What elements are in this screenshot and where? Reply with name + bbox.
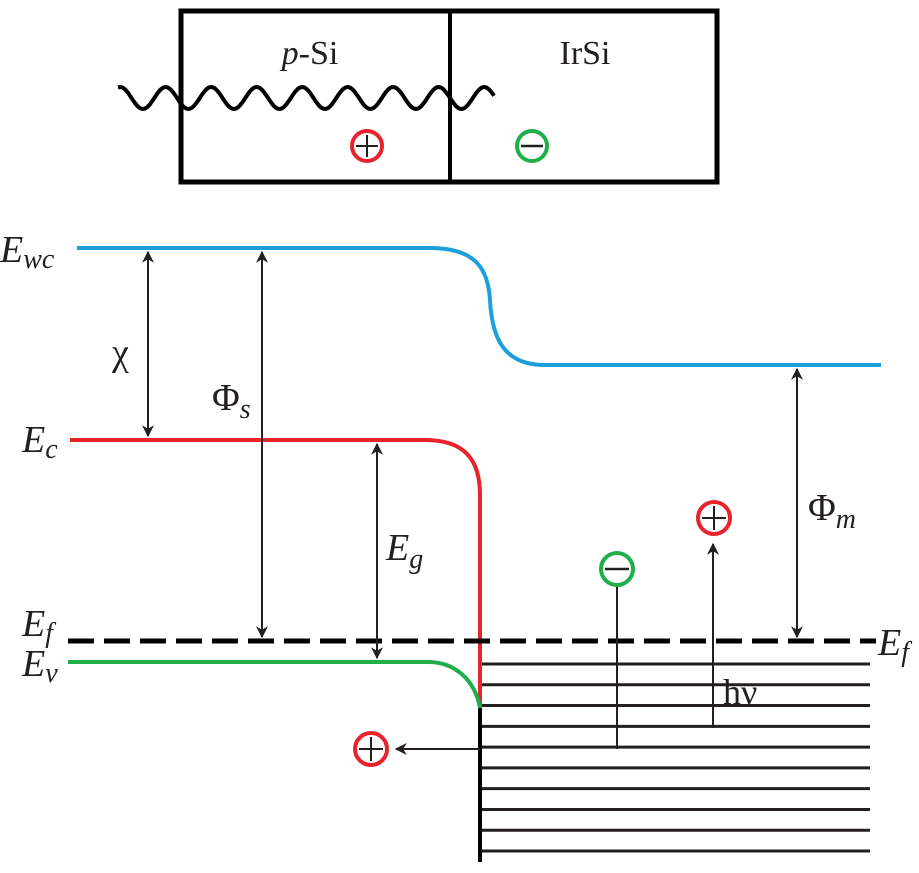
band-gap-label: Eg	[385, 527, 423, 575]
fermi-level-right-label: Ef	[877, 622, 912, 668]
hole-symbol-top	[350, 129, 384, 163]
photon-wave	[117, 84, 496, 112]
electron-symbol-top	[515, 129, 549, 163]
p-si-label: p-Si	[280, 35, 339, 72]
vacuum-level-label: Ewc	[0, 229, 55, 275]
metal-work-function-label: Φm	[808, 487, 856, 535]
electron-affinity-label: χ	[111, 332, 129, 374]
electron-symbol-excited	[599, 551, 635, 587]
irsi-label: IrSi	[560, 35, 611, 72]
device-schematic: p-Si IrSi	[117, 8, 720, 185]
vacuum-level-curve	[77, 246, 881, 367]
fermi-level-left-label: Ef	[21, 603, 56, 649]
valence-band-label: Ev	[21, 643, 58, 689]
photon-energy-label: hν	[723, 672, 757, 712]
hole-symbol-excited	[696, 500, 732, 536]
semiconductor-work-function-label: Φs	[212, 377, 251, 425]
metal-states	[480, 662, 870, 853]
valence-band-curve	[68, 660, 482, 709]
conduction-band-curve	[70, 438, 482, 708]
hole-symbol-injected	[353, 731, 389, 767]
conduction-band-label: Ec	[21, 419, 58, 465]
